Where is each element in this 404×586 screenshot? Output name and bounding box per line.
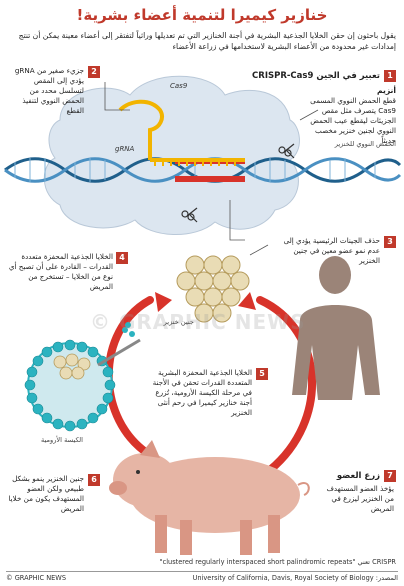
grna-label: gRNA <box>115 145 135 153</box>
step-2-badge: 2 <box>88 66 100 78</box>
page-title: خنازير كيميرا لتنمية أعضاء بشرية! <box>76 6 328 24</box>
stem-cells-cluster <box>122 322 135 337</box>
step-7-text: يؤخذ العضو المستهدف من الخنزير ليزرع في … <box>326 484 394 513</box>
pointer-step1 <box>299 109 319 121</box>
step-4-badge: 4 <box>116 252 128 264</box>
embryo-label: جنين خنزير <box>163 318 194 326</box>
step-1-badge: 1 <box>384 70 396 82</box>
step-3-badge: 3 <box>384 236 396 248</box>
grna-strand <box>118 99 164 160</box>
pig-illustration <box>109 440 310 555</box>
source: المصدر: University of California, Davis,… <box>192 574 398 582</box>
step-7-heading: زرع العضو <box>336 471 380 481</box>
cycle-arrow-right <box>256 296 316 474</box>
watermark: © GRAPHIC NEWS <box>90 310 306 334</box>
credit: © GRAPHIC NEWS <box>6 574 67 582</box>
step-4-text: الخلايا الجذعية المحفزة متعددة القدرات –… <box>8 252 113 291</box>
step-1-dna-label: الحمض النووي للخنزير <box>334 140 396 148</box>
step-1-bold: أنزيم <box>377 86 396 95</box>
step-3-text: حذف الجينات الرئيسية يؤدي إلى عدم نمو عض… <box>283 236 380 265</box>
scissors-icon-top <box>278 143 295 159</box>
step-2-text: جزيء صغير من gRNA يؤدي إلى المقص لتسلسل … <box>14 66 84 115</box>
step-7-badge: 7 <box>384 470 396 482</box>
step-5-badge: 5 <box>256 368 268 380</box>
cas9-label: Cas9 <box>170 82 188 90</box>
scissors-icon-bottom <box>181 207 198 223</box>
step-6-badge: 6 <box>88 474 100 486</box>
blastocyst <box>24 339 116 432</box>
intro-text: يقول باحثون إن حقن الخلايا الجذعية البشر… <box>18 31 396 51</box>
inner-cell-mass <box>53 353 91 380</box>
pointer-step2 <box>104 82 130 111</box>
step-6-text: جنين الخنزير ينمو بشكل طبيعي ولكن العضو … <box>8 474 84 513</box>
patient-silhouette <box>292 256 380 400</box>
crispr-footnote: CRISPR تعني "clustered regularly intersp… <box>159 558 396 566</box>
cas9-enzyme-shape <box>43 75 300 235</box>
grna-teeth <box>154 160 236 166</box>
step-5-text: الخلايا الجذعية المحفزة البشرية المتعددة… <box>152 368 252 417</box>
footer-divider <box>6 571 398 572</box>
step-1-heading: تعبير في الجين CRISPR-Cas9 <box>252 71 380 81</box>
pointer-step3 <box>229 200 245 241</box>
injection-pipette <box>97 338 141 367</box>
blastocyst-label: الكيسة الأرومية <box>40 436 83 444</box>
step-1-text: قطع الحمض النووي المسمى Cas9 يتصرف مثل م… <box>310 96 396 145</box>
dna-rungs <box>14 158 376 182</box>
embryo-cluster <box>176 255 250 323</box>
